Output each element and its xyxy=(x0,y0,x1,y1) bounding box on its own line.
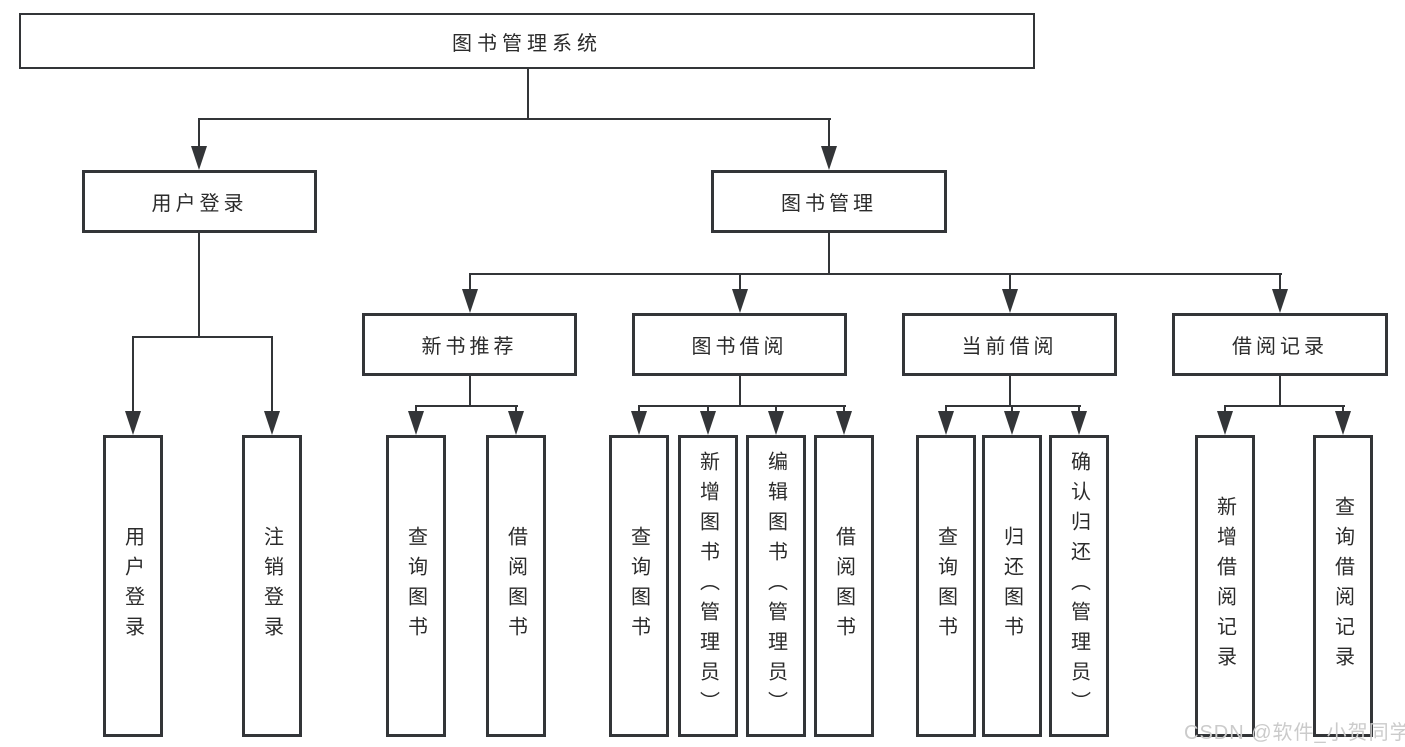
connector-current-borrow-split-line xyxy=(945,405,1081,407)
connector-user-login-drop-line xyxy=(198,233,200,336)
connector-br-query-stem xyxy=(1342,405,1344,413)
connector-leaf-login-stem xyxy=(132,336,134,413)
connector-nb-query-stem xyxy=(415,405,417,413)
arrow-to-current-borrow xyxy=(1002,289,1018,313)
leaf-nb-query-books: 查询图书 xyxy=(386,435,446,737)
leaf-br-add-record: 新增借阅记录 xyxy=(1195,435,1255,737)
arrow-to-user-login xyxy=(191,146,207,170)
arrow-to-borrow-records xyxy=(1272,289,1288,313)
arrow-to-cb-confirm xyxy=(1071,411,1087,435)
connector-cb-query-stem xyxy=(945,405,947,413)
connector-current-borrow-drop-line xyxy=(1009,376,1011,405)
arrow-to-cb-query xyxy=(938,411,954,435)
connector-bb-add-stem xyxy=(707,405,709,413)
connector-bb-query-stem xyxy=(638,405,640,413)
connector-root-split-line xyxy=(198,118,831,120)
node-book-borrow: 图书借阅 xyxy=(632,313,847,376)
arrow-to-book-borrow xyxy=(732,289,748,313)
connector-borrow-records-drop-line xyxy=(1279,376,1281,405)
connector-borrow-records-split-line xyxy=(1224,405,1345,407)
arrow-to-bb-add xyxy=(700,411,716,435)
arrow-to-bb-query xyxy=(631,411,647,435)
arrow-to-nb-query xyxy=(408,411,424,435)
leaf-bb-query-books: 查询图书 xyxy=(609,435,669,737)
connector-new-book-split-line xyxy=(415,405,518,407)
connector-user-login-split-line xyxy=(132,336,273,338)
arrow-to-cb-return xyxy=(1004,411,1020,435)
connector-current-borrow-stem xyxy=(1009,273,1011,291)
node-borrow-records: 借阅记录 xyxy=(1172,313,1388,376)
leaf-cb-confirm-return-admin: 确认归还（管理员） xyxy=(1049,435,1109,737)
node-current-borrow: 当前借阅 xyxy=(902,313,1117,376)
leaf-user-login: 用户登录 xyxy=(103,435,163,737)
connector-cb-confirm-stem xyxy=(1078,405,1080,413)
leaf-nb-borrow-books: 借阅图书 xyxy=(486,435,546,737)
arrow-to-bb-borrow xyxy=(836,411,852,435)
arrow-to-bb-edit xyxy=(768,411,784,435)
csdn-watermark: CSDN @软件_小贺同学 xyxy=(1184,722,1405,744)
connector-new-book-drop-line xyxy=(469,376,471,405)
connector-nb-borrow-stem xyxy=(515,405,517,413)
arrow-to-leaf-login xyxy=(125,411,141,435)
leaf-bb-add-books-admin: 新增图书（管理员） xyxy=(678,435,738,737)
node-book-management: 图书管理 xyxy=(711,170,947,233)
leaf-cb-return-books: 归还图书 xyxy=(982,435,1042,737)
arrow-to-leaf-logout xyxy=(264,411,280,435)
connector-book-mgmt-drop-line xyxy=(828,233,830,273)
node-library-system: 图书管理系统 xyxy=(19,13,1035,69)
leaf-br-query-record: 查询借阅记录 xyxy=(1313,435,1373,737)
connector-br-add-stem xyxy=(1224,405,1226,413)
arrow-to-nb-borrow xyxy=(508,411,524,435)
node-new-book-recommend: 新书推荐 xyxy=(362,313,577,376)
leaf-bb-edit-books-admin: 编辑图书（管理员） xyxy=(746,435,806,737)
connector-cb-return-stem xyxy=(1011,405,1013,413)
connector-bb-borrow-stem xyxy=(843,405,845,413)
leaf-bb-borrow-books: 借阅图书 xyxy=(814,435,874,737)
node-user-login: 用户登录 xyxy=(82,170,317,233)
connector-borrow-records-stem xyxy=(1279,273,1281,291)
arrow-to-br-add xyxy=(1217,411,1233,435)
arrow-to-br-query xyxy=(1335,411,1351,435)
connector-root-drop-line xyxy=(527,69,529,118)
connector-new-book-stem xyxy=(469,273,471,291)
connector-book-mgmt-stem xyxy=(828,118,830,148)
arrow-to-new-book xyxy=(462,289,478,313)
connector-leaf-logout-stem xyxy=(271,336,273,413)
connector-book-borrow-stem xyxy=(739,273,741,291)
arrow-to-book-mgmt xyxy=(821,146,837,170)
connector-user-login-stem xyxy=(198,118,200,148)
connector-book-borrow-split-line xyxy=(638,405,846,407)
leaf-cb-query-books: 查询图书 xyxy=(916,435,976,737)
leaf-logout: 注销登录 xyxy=(242,435,302,737)
connector-book-mgmt-split-line xyxy=(469,273,1282,275)
connector-bb-edit-stem xyxy=(775,405,777,413)
connector-book-borrow-drop-line xyxy=(739,376,741,405)
